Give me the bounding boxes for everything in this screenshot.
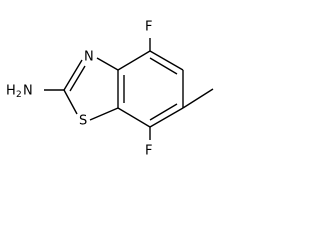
bond-n3-c3a	[96, 57, 119, 71]
bond-c4-c5-inner	[149, 57, 178, 75]
fluorine-bottom-label: F	[145, 144, 152, 159]
bond-c6-c7-inner	[149, 103, 178, 121]
amine-subscript: 2	[16, 90, 22, 100]
amine-n-label: N	[23, 84, 33, 99]
bond-c6-methyl	[182, 88, 214, 109]
bond-c2-n3	[63, 59, 83, 91]
bonds	[44, 38, 214, 140]
bond-c3a-c4	[117, 50, 151, 71]
bond-s1-c7a	[89, 107, 119, 121]
bond-c7-c7a	[117, 107, 151, 128]
fluorine-top-label: F	[145, 20, 152, 35]
bond-c4-c5	[149, 50, 184, 71]
ring-n-label: N	[84, 50, 94, 65]
ring-s-label: S	[79, 114, 87, 129]
structure-diagram: H 2 N N S F F	[6, 20, 214, 159]
bond-c2-n3-inner	[69, 65, 86, 92]
bond-c6-c7	[149, 107, 184, 128]
atom-labels: H 2 N N S F F	[6, 20, 152, 159]
bond-c2-s1	[63, 89, 78, 115]
amine-h-label: H	[6, 84, 16, 99]
